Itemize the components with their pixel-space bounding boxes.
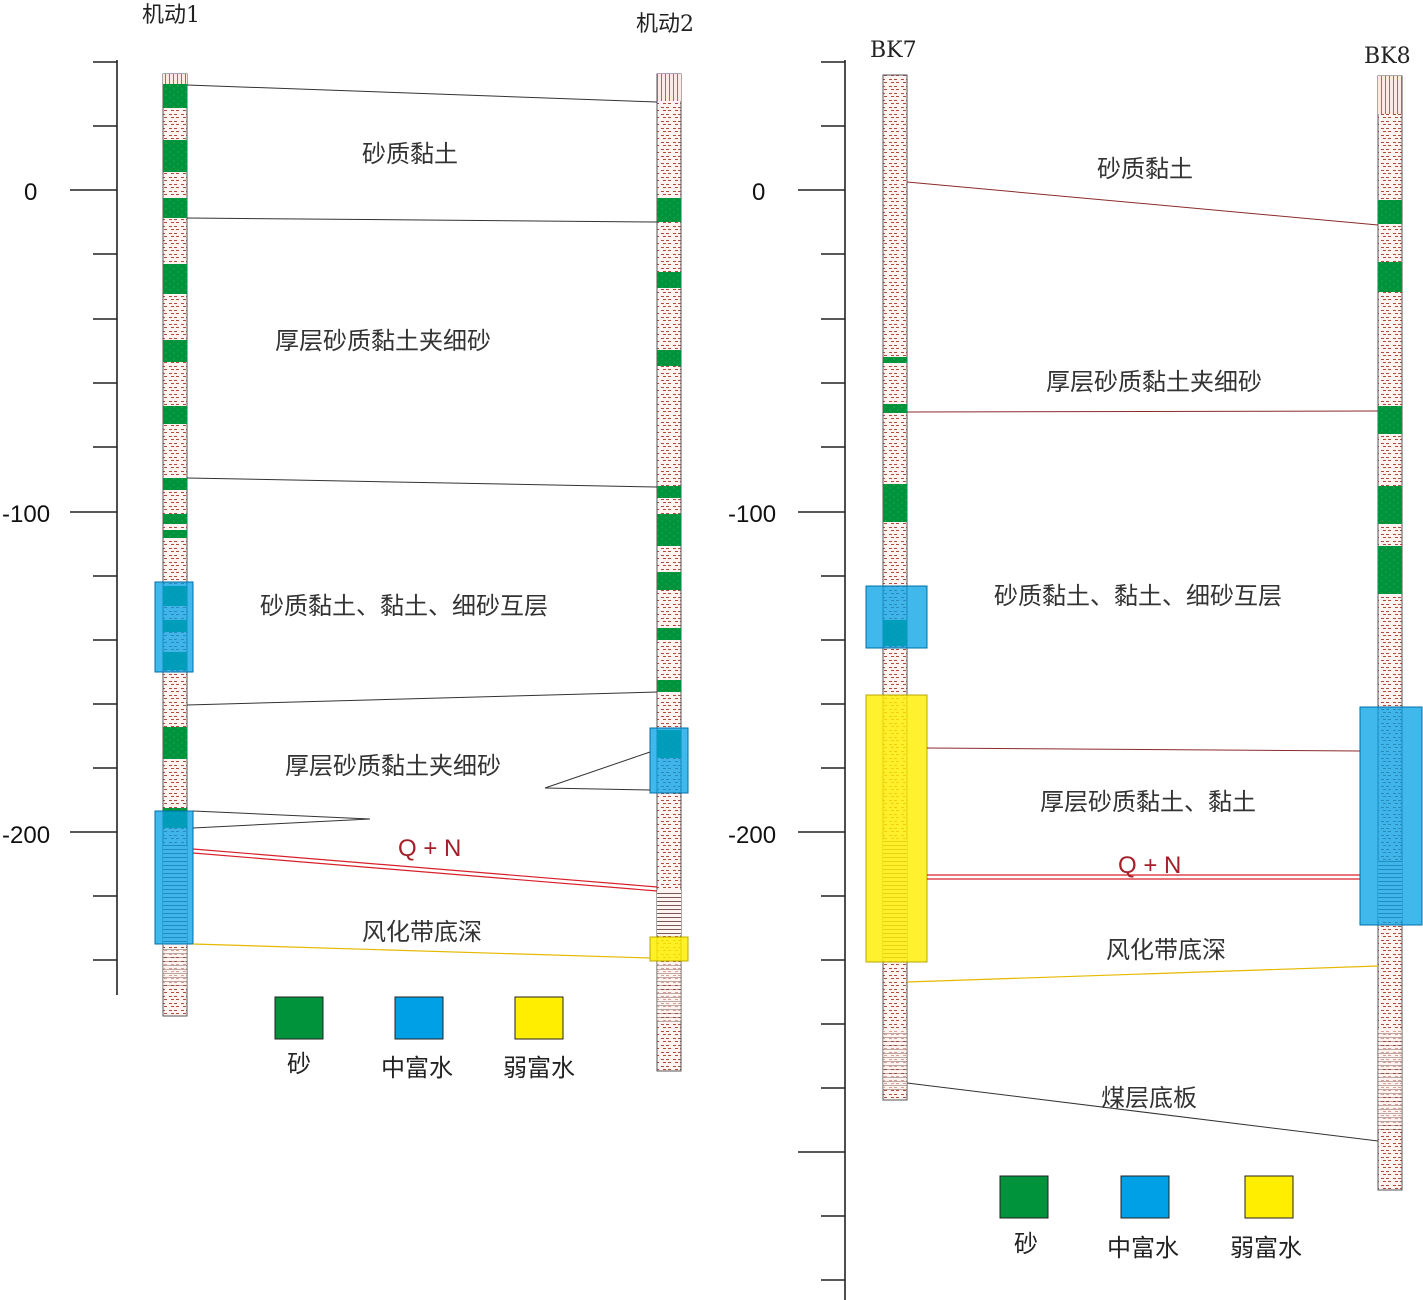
medium-water-zone xyxy=(649,727,689,794)
layer-label: 厚层砂质黏土、黏土 xyxy=(1040,788,1256,816)
correlation-lines-left xyxy=(186,84,658,959)
legend-swatch-weak xyxy=(1244,1175,1294,1219)
weak-water-zone xyxy=(865,694,928,963)
left-panel: 机动1 机动2 0 -100 -200 xyxy=(2,3,694,1082)
legend-swatch-medium xyxy=(1120,1175,1170,1219)
axis-label-minus100: -100 xyxy=(728,501,776,528)
axis-label-0: 0 xyxy=(24,179,37,206)
legend-swatch-medium xyxy=(394,996,444,1040)
layer-label: 厚层砂质黏土夹细砂 xyxy=(275,327,491,355)
weathering-base-label: 风化带底深 xyxy=(1106,936,1226,964)
medium-water-zone xyxy=(1359,706,1423,926)
borehole-title-jidong1: 机动1 xyxy=(142,3,200,28)
axis-label-minus200: -200 xyxy=(2,822,50,849)
qn-boundary-label: Q + N xyxy=(1118,852,1181,879)
weak-water-zone xyxy=(649,936,689,962)
medium-water-zone xyxy=(154,581,194,673)
medium-water-zone xyxy=(865,585,928,649)
legend-left: 砂 中富水 弱富水 xyxy=(274,996,575,1082)
coal-floor-label: 煤层底板 xyxy=(1101,1084,1197,1112)
weathering-base-label: 风化带底深 xyxy=(362,918,482,946)
legend-label-sand: 砂 xyxy=(1014,1230,1038,1258)
layer-label: 砂质黏土、黏土、细砂互层 xyxy=(260,592,548,620)
legend-label-medium: 中富水 xyxy=(1107,1234,1179,1262)
legend-label-weak: 弱富水 xyxy=(1230,1234,1302,1262)
layer-label: 砂质黏土、黏土、细砂互层 xyxy=(994,582,1282,610)
layer-label: 厚层砂质黏土夹细砂 xyxy=(285,752,501,780)
axis-label-0: 0 xyxy=(752,179,765,206)
legend-swatch-weak xyxy=(514,996,564,1040)
qn-boundary-label: Q + N xyxy=(398,835,461,862)
depth-axis-right: 0 -100 -200 xyxy=(728,60,846,1300)
borehole-title-jidong2: 机动2 xyxy=(636,12,694,37)
legend-label-weak: 弱富水 xyxy=(503,1054,575,1082)
medium-water-zone xyxy=(154,810,194,945)
borehole-title-bk8: BK8 xyxy=(1364,44,1411,69)
right-panel: BK7 BK8 0 -100 -200 xyxy=(728,38,1423,1300)
borehole-title-bk7: BK7 xyxy=(870,38,917,63)
axis-label-minus100: -100 xyxy=(2,501,50,528)
correlation-lines-right xyxy=(906,181,1379,1142)
legend-swatch-sand xyxy=(274,996,324,1040)
layer-label: 厚层砂质黏土夹细砂 xyxy=(1046,368,1262,396)
borehole-column-bk8 xyxy=(1377,75,1403,1191)
axis-label-minus200: -200 xyxy=(728,822,776,849)
legend-label-medium: 中富水 xyxy=(381,1054,453,1082)
legend-right: 砂 中富水 弱富水 xyxy=(999,1175,1302,1262)
borehole-column-jidong2 xyxy=(656,73,682,1072)
layer-label: 砂质黏土 xyxy=(1097,155,1193,183)
depth-axis-left: 0 -100 -200 xyxy=(2,60,118,995)
layer-label: 砂质黏土 xyxy=(362,140,458,168)
legend-label-sand: 砂 xyxy=(287,1050,311,1078)
legend-swatch-sand xyxy=(999,1175,1049,1219)
